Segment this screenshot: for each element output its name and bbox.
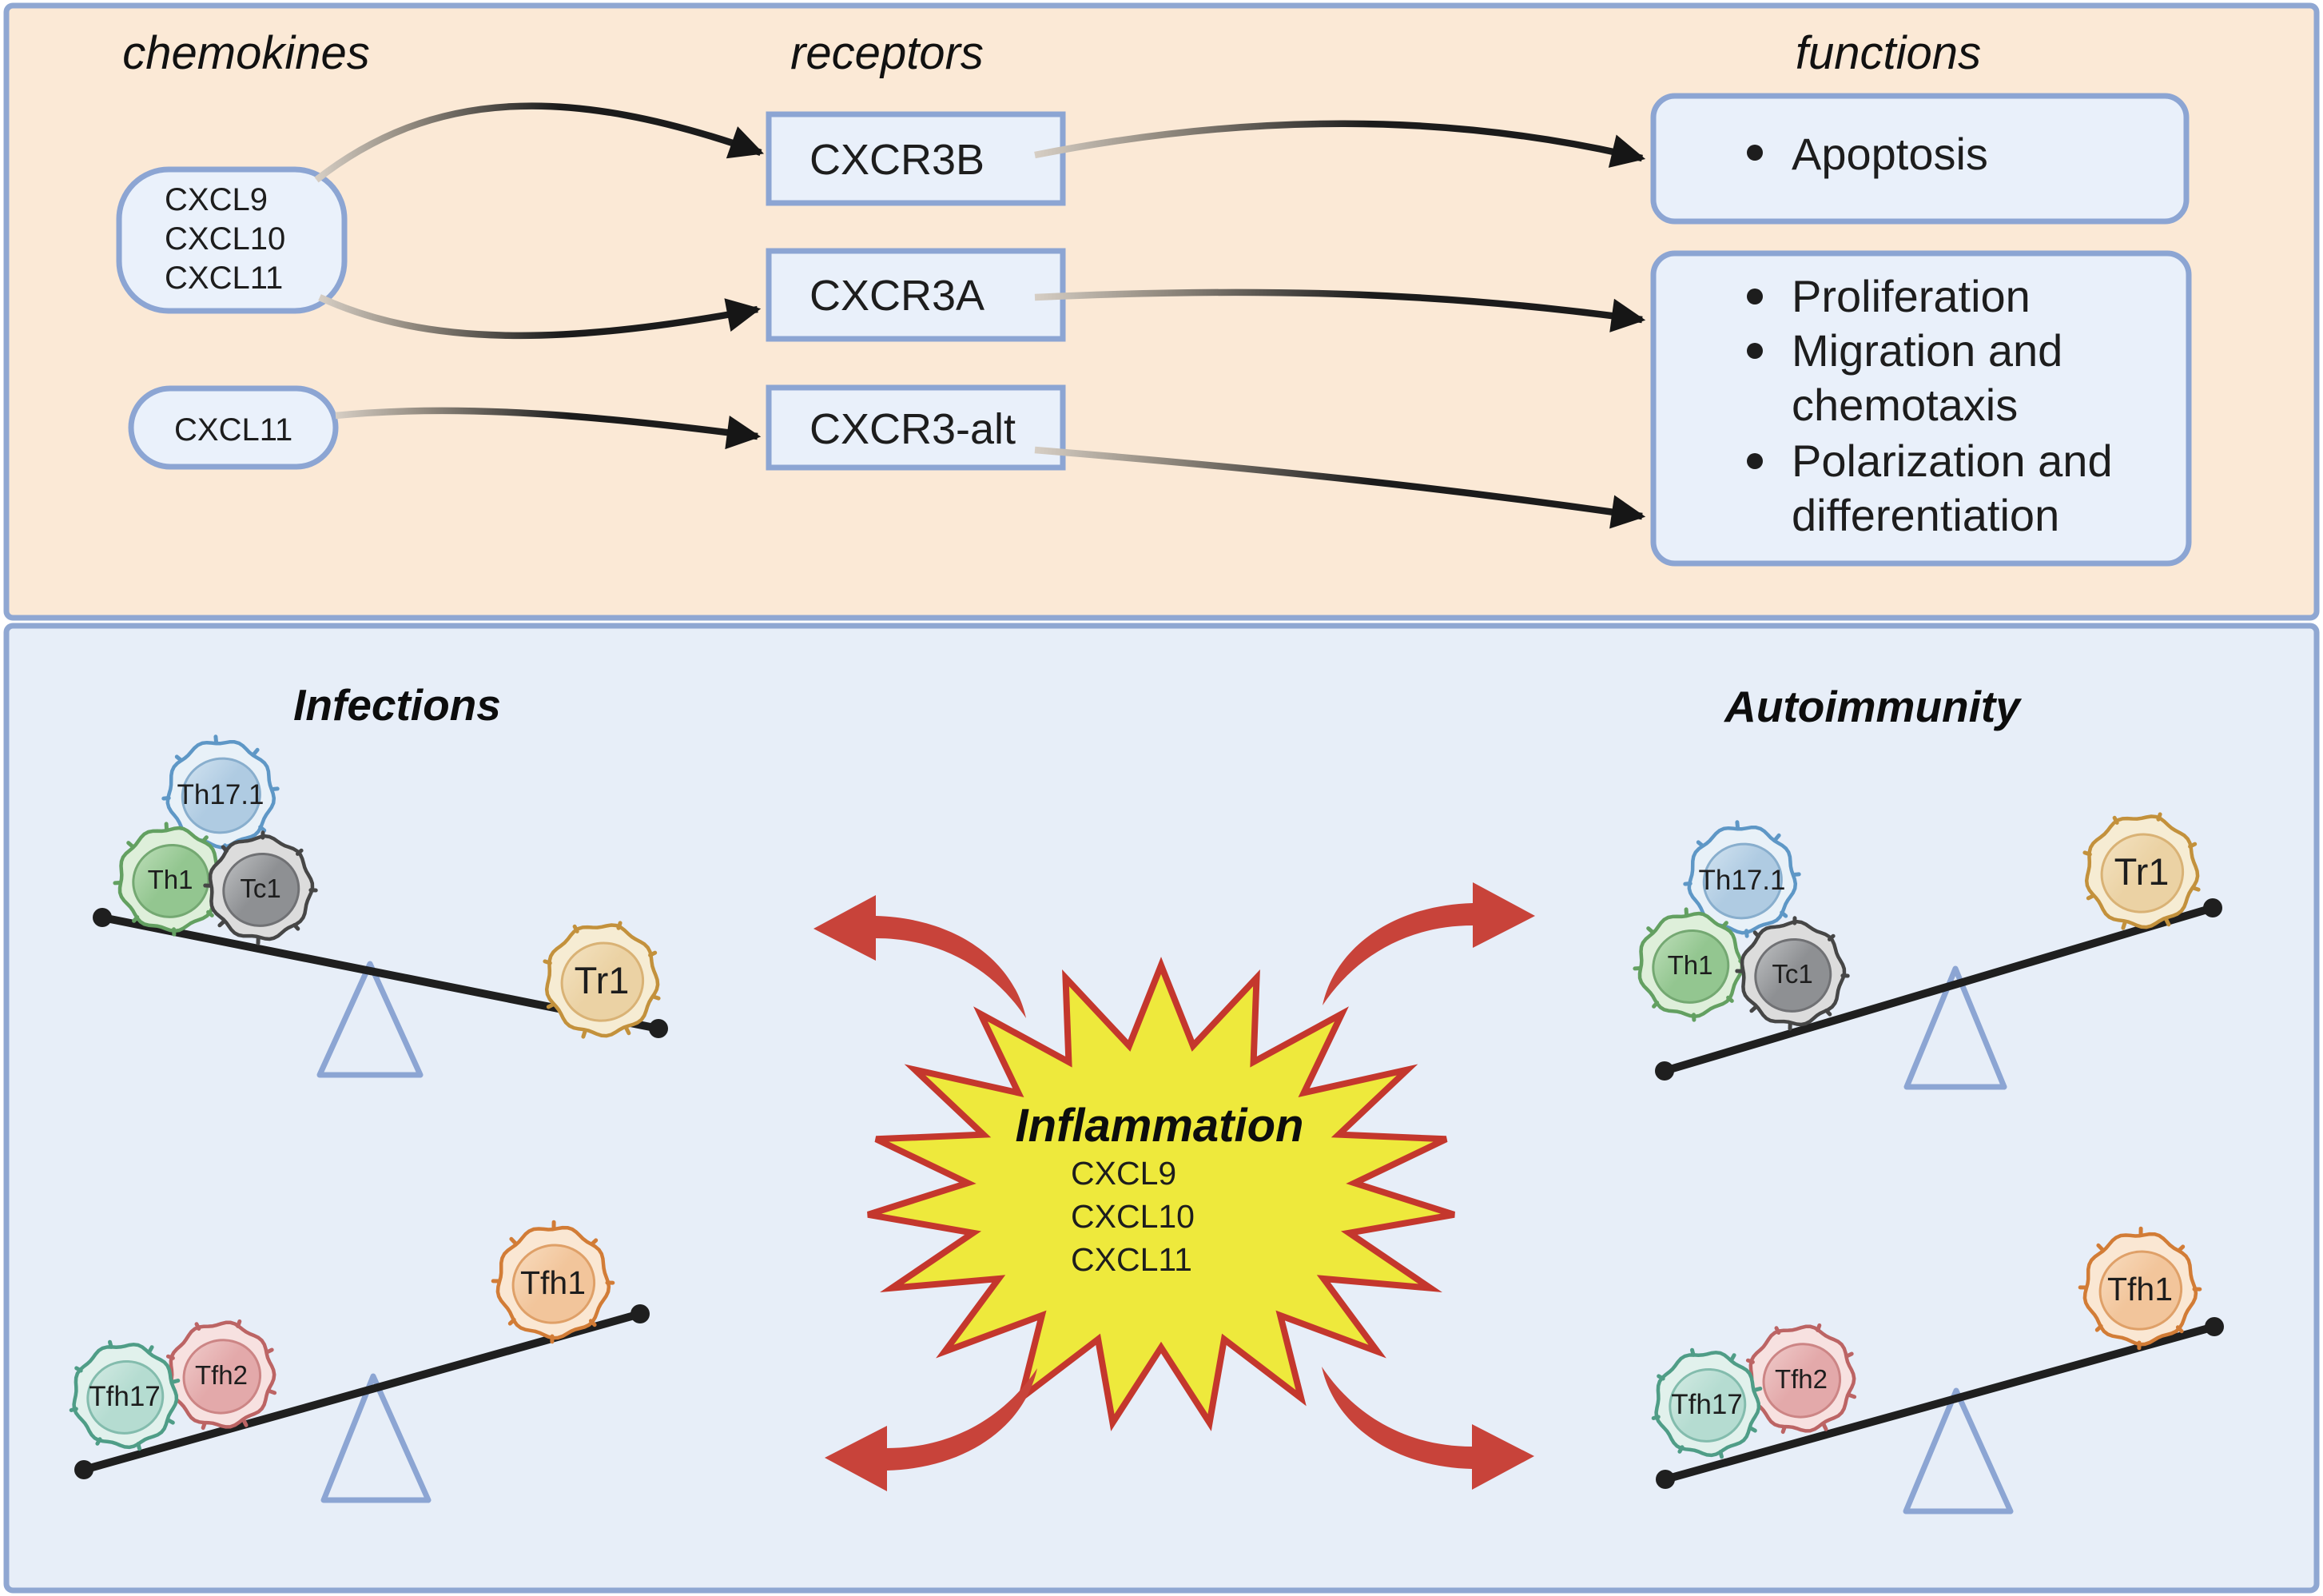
svg-text:Tfh17: Tfh17 xyxy=(89,1381,161,1412)
svg-text:Migration and: Migration and xyxy=(1792,325,2062,376)
svg-text:CXCL10: CXCL10 xyxy=(1071,1198,1195,1235)
svg-text:Tr1: Tr1 xyxy=(2114,850,2170,893)
svg-text:Th1: Th1 xyxy=(1668,950,1713,980)
svg-text:Tfh1: Tfh1 xyxy=(520,1264,586,1301)
svg-text:Tfh1: Tfh1 xyxy=(2107,1271,2173,1307)
svg-text:CXCR3-alt: CXCR3-alt xyxy=(809,405,1016,453)
svg-text:CXCR3A: CXCR3A xyxy=(809,272,984,320)
svg-text:CXCL10: CXCL10 xyxy=(165,221,285,257)
svg-text:CXCL11: CXCL11 xyxy=(1071,1241,1192,1278)
svg-text:differentiation: differentiation xyxy=(1792,490,2059,540)
svg-text:CXCL9: CXCL9 xyxy=(165,182,268,217)
svg-text:Th17.1: Th17.1 xyxy=(177,779,265,810)
svg-text:Proliferation: Proliferation xyxy=(1792,271,2031,321)
svg-text:Tfh17: Tfh17 xyxy=(1671,1389,1743,1420)
svg-text:Th1: Th1 xyxy=(148,865,193,894)
svg-text:Infections: Infections xyxy=(293,680,501,730)
svg-text:receptors: receptors xyxy=(790,27,984,79)
svg-text:Tfh2: Tfh2 xyxy=(1775,1364,1828,1394)
svg-text:Tfh2: Tfh2 xyxy=(195,1360,248,1390)
svg-text:chemokines: chemokines xyxy=(122,27,369,79)
svg-text:functions: functions xyxy=(1796,27,1981,79)
svg-text:chemotaxis: chemotaxis xyxy=(1792,380,2018,430)
svg-text:Th17.1: Th17.1 xyxy=(1699,865,1786,896)
svg-text:Apoptosis: Apoptosis xyxy=(1792,129,1988,179)
svg-text:Autoimmunity: Autoimmunity xyxy=(1723,682,2022,731)
svg-text:CXCL11: CXCL11 xyxy=(165,261,283,296)
svg-text:Inflammation: Inflammation xyxy=(1016,1100,1304,1152)
svg-text:Polarization and: Polarization and xyxy=(1792,436,2113,486)
svg-text:CXCR3B: CXCR3B xyxy=(809,136,984,184)
svg-text:CXCL11: CXCL11 xyxy=(174,412,292,448)
svg-text:Tc1: Tc1 xyxy=(240,874,280,903)
svg-text:CXCL9: CXCL9 xyxy=(1071,1155,1176,1192)
svg-text:Tc1: Tc1 xyxy=(1772,959,1812,989)
svg-text:Tr1: Tr1 xyxy=(575,959,630,1001)
